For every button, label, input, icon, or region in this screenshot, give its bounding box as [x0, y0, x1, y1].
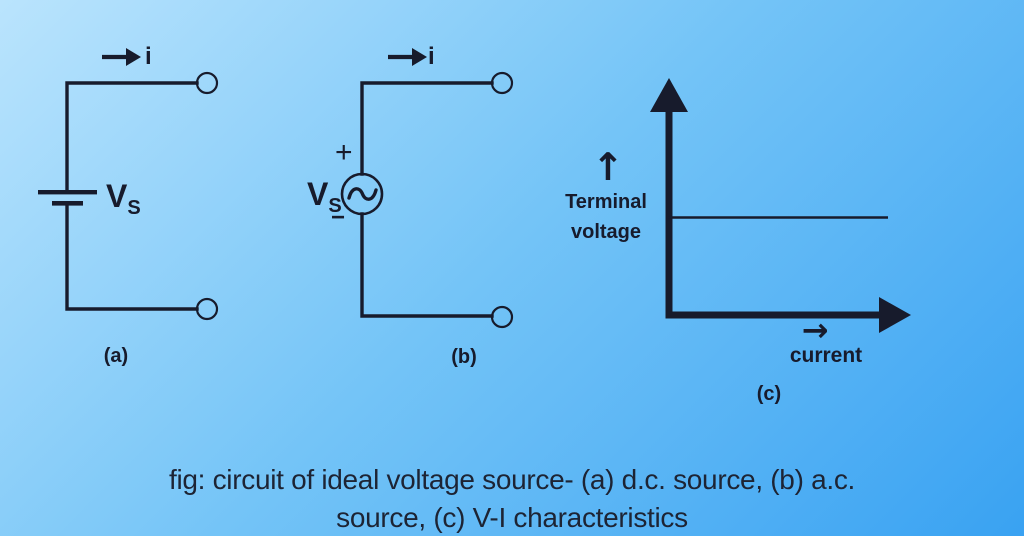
circuit-a-top-wire — [65, 81, 199, 192]
x-axis-label: current — [789, 344, 863, 367]
caption-line-2: source, (c) V-I characteristics — [336, 502, 688, 533]
voltage-axis-arrowhead — [650, 78, 688, 112]
circuit-b-source-label: VS — [307, 178, 342, 216]
circuit-a-bottom-terminal — [195, 297, 219, 321]
circuit-a-current-arrowhead — [126, 48, 141, 66]
caption-line-1: fig: circuit of ideal voltage source- (a… — [168, 464, 856, 495]
circuit-b-bottom-wire — [360, 212, 494, 318]
y-axis-label-line2: voltage — [570, 221, 642, 243]
circuit-a-bottom-wire — [65, 203, 199, 311]
up-arrow-icon: ↑ — [592, 145, 624, 189]
ac-sine-symbol — [347, 187, 378, 201]
circuit-b-bottom-terminal — [490, 305, 514, 329]
circuit-a-top-terminal — [195, 71, 219, 95]
circuit-a-part-label: (a) — [103, 345, 129, 367]
circuit-a-current-label: i — [145, 43, 152, 70]
circuit-b-part-label: (b) — [451, 346, 477, 368]
battery-short-plate — [52, 201, 83, 206]
y-axis-label-line1: Terminal — [565, 191, 647, 213]
circuit-b-source-label-sub: S — [328, 195, 342, 217]
circuit-b-current-label: i — [428, 43, 435, 70]
circuit-b-current-arrowhead — [412, 48, 427, 66]
circuit-b-plus-sign: + — [335, 136, 353, 169]
graph-c-part-label: (c) — [756, 383, 782, 405]
circuit-b-source-label-v: V — [307, 176, 329, 212]
circuit-b-top-wire — [360, 81, 494, 176]
battery-long-plate — [38, 190, 97, 195]
circuit-b — [340, 48, 514, 329]
circuit-a-source-label-v: V — [106, 178, 128, 214]
circuit-a-source-label-sub: S — [127, 197, 141, 219]
circuit-b-minus-sign: − — [331, 204, 346, 231]
circuit-a-source-label: VS — [106, 180, 141, 218]
circuit-b-top-terminal — [490, 71, 514, 95]
vi-graph — [650, 78, 911, 333]
current-axis-arrowhead — [879, 297, 911, 333]
right-arrow-icon: → — [801, 311, 829, 349]
ac-source-circle — [340, 172, 384, 216]
circuit-a — [38, 48, 219, 321]
